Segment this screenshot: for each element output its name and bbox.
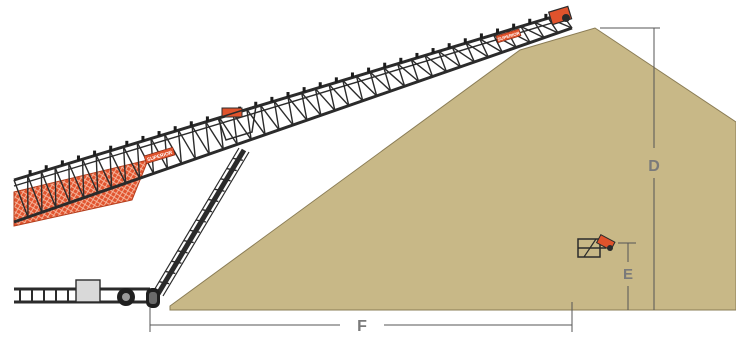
head-pulley bbox=[547, 5, 573, 26]
support-saddle bbox=[217, 104, 257, 141]
dimension-f bbox=[149, 302, 573, 332]
idler-rollers bbox=[28, 13, 548, 176]
brand-plate-lower: SUPERIOR bbox=[143, 146, 176, 165]
brand-text-upper: SUPERIOR bbox=[497, 30, 521, 42]
label-f: F bbox=[357, 318, 367, 335]
brand-plate-upper: SUPERIOR bbox=[495, 28, 522, 44]
dimension-d bbox=[600, 27, 660, 310]
wheels bbox=[117, 288, 160, 308]
label-d: D bbox=[648, 158, 660, 175]
support-leg bbox=[152, 147, 250, 297]
label-e: E bbox=[623, 266, 633, 283]
reference-feeder-icon bbox=[577, 234, 636, 258]
